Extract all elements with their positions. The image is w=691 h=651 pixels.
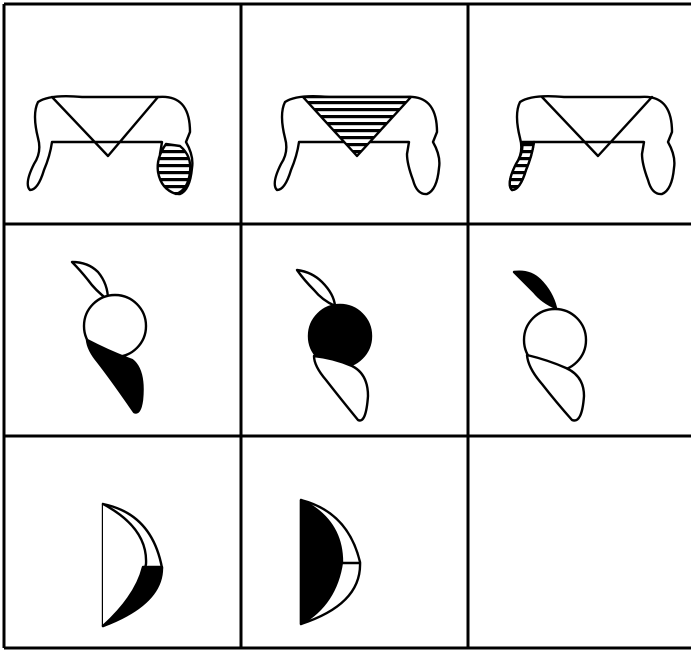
- cell-3-3-empty-answer-slot: [470, 438, 690, 646]
- cell-2-3-upper-leaf-solid: [514, 272, 586, 421]
- cell-3-2-full-crescent-solid: [301, 500, 360, 624]
- cell-1-2-collar-center-striped: [275, 96, 440, 194]
- cell-3-1-lower-crescent-solid: [103, 504, 162, 626]
- cell-2-1-lower-leaf-solid: [72, 262, 146, 413]
- cell-1-3-collar-left-flap-striped: [510, 96, 675, 194]
- cell-1-1-collar-right-flap-striped: [28, 96, 193, 194]
- cell-2-2-circle-solid: [297, 270, 371, 421]
